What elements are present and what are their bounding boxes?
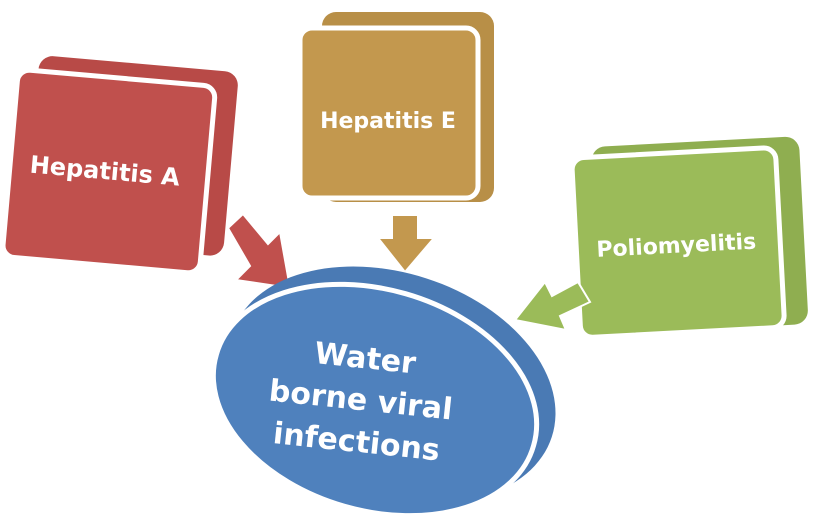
- node-label: Hepatitis E: [320, 109, 456, 134]
- center-node: Water borne viral infections: [210, 266, 556, 519]
- center-node-front: [210, 281, 540, 519]
- node-poliomyelitis: Poliomyelitis: [569, 136, 808, 340]
- node-hepatitis-a: Hepatitis A: [0, 56, 238, 276]
- node-hepatitis-e: Hepatitis E: [297, 12, 494, 202]
- arrow-poliomyelitis: [513, 280, 592, 332]
- arrow-hepatitis-e: [375, 214, 437, 274]
- arrow-hepatitis-a: [226, 212, 292, 290]
